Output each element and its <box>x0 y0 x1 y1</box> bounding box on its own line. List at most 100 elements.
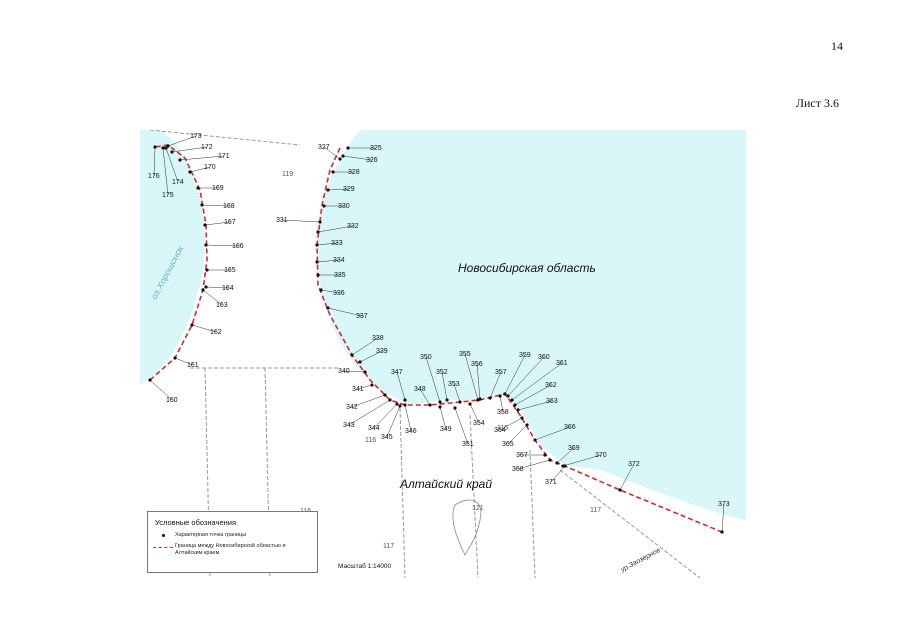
point-label-344: 344 <box>368 425 380 432</box>
boundary-point-352 <box>445 398 449 402</box>
boundary-point-371 <box>563 464 567 468</box>
point-leader-166 <box>205 244 239 247</box>
map-scale: Масштаб 1:14000 <box>338 563 392 570</box>
boundary-point-366 <box>533 438 537 442</box>
boundary-point-361 <box>510 398 514 402</box>
boundary-point-337 <box>326 306 330 310</box>
boundary-point-160 <box>148 378 152 382</box>
point-leader-334 <box>316 259 340 263</box>
boundary-point-373 <box>720 530 724 534</box>
boundary-point-176 <box>153 145 157 149</box>
point-leader-359 <box>504 354 526 395</box>
point-leader-371 <box>550 465 566 483</box>
boundary-point-328 <box>331 170 335 174</box>
boundary-point-166 <box>204 243 208 247</box>
boundary-point-331 <box>318 220 322 224</box>
point-leader-161 <box>174 357 194 366</box>
point-leader-164 <box>205 286 229 289</box>
point-label-325: 325 <box>370 145 382 152</box>
boundary-point-345 <box>398 404 402 408</box>
point-label-341: 341 <box>352 386 364 393</box>
point-label-338: 338 <box>372 335 384 342</box>
boundary-point-350 <box>438 400 442 404</box>
point-leader-370 <box>562 454 602 467</box>
point-leader-365 <box>507 424 528 445</box>
point-label-345: 345 <box>381 434 393 441</box>
lake-left <box>140 130 205 385</box>
point-label-369: 369 <box>568 445 580 452</box>
point-label-350: 350 <box>420 354 432 361</box>
point-leader-357 <box>489 371 502 399</box>
point-leader-173 <box>167 135 197 147</box>
point-label-327: 327 <box>318 144 330 151</box>
lake-right <box>317 130 746 520</box>
boundary-point-339 <box>358 360 362 364</box>
point-label-346: 346 <box>405 428 417 435</box>
point-label-328: 328 <box>348 169 360 176</box>
point-leader-163 <box>202 289 223 306</box>
point-label-170: 170 <box>204 164 216 171</box>
region-north-label: Новосибирская область <box>458 261 596 275</box>
point-leader-346 <box>404 404 412 432</box>
point-leader-360 <box>507 356 545 397</box>
boundary-point-343 <box>388 398 392 402</box>
boundary-point-168 <box>200 203 204 207</box>
point-label-164: 164 <box>222 285 234 292</box>
legend-boundary-icon <box>153 547 173 548</box>
parcel-label-2: 116 <box>365 437 376 444</box>
point-leader-329 <box>327 188 350 191</box>
boundary-point-164 <box>204 285 208 289</box>
point-leader-356 <box>476 363 481 400</box>
point-label-326: 326 <box>366 157 378 164</box>
point-leader-348 <box>419 388 431 406</box>
boundary-point-174 <box>164 146 168 150</box>
point-label-166: 166 <box>232 243 244 250</box>
point-leader-361 <box>511 362 563 401</box>
boundary-line <box>149 144 723 533</box>
boundary-point-334 <box>315 260 319 264</box>
boundary-point-364 <box>520 416 524 420</box>
boundary-point-175 <box>161 146 165 150</box>
point-label-359: 359 <box>519 352 531 359</box>
point-leader-364 <box>499 417 523 431</box>
point-leader-337 <box>327 307 363 317</box>
boundary-point-169 <box>196 186 200 190</box>
point-label-337: 337 <box>356 313 368 320</box>
boundary-point-360 <box>506 394 510 398</box>
point-label-333: 333 <box>331 240 343 247</box>
point-label-330: 330 <box>338 203 350 210</box>
point-leader-350 <box>425 356 441 403</box>
point-leader-366 <box>534 426 571 441</box>
point-label-358: 358 <box>497 409 509 416</box>
point-label-360: 360 <box>538 354 550 361</box>
point-leader-372 <box>619 463 635 491</box>
point-leader-326 <box>342 155 373 161</box>
boundary-point-335 <box>316 273 320 277</box>
point-label-329: 329 <box>343 186 355 193</box>
point-leader-354 <box>469 403 480 424</box>
boundary-point-348 <box>428 403 432 407</box>
boundary-point-327 <box>338 157 342 161</box>
point-leader-339 <box>359 350 383 363</box>
point-label-349: 349 <box>440 426 452 433</box>
boundary-point-372 <box>618 488 622 492</box>
boundary-point-353 <box>458 400 462 404</box>
boundary-point-342 <box>383 393 387 397</box>
point-label-352: 352 <box>436 369 448 376</box>
point-label-339: 339 <box>376 348 388 355</box>
point-label-343: 343 <box>343 422 355 429</box>
point-leader-363 <box>517 400 553 411</box>
point-leader-172 <box>171 146 208 153</box>
point-label-172: 172 <box>201 144 213 151</box>
point-label-342: 342 <box>346 404 358 411</box>
point-label-354: 354 <box>473 420 485 427</box>
point-label-174: 174 <box>172 179 184 186</box>
boundary-point-347 <box>403 398 407 402</box>
point-leader-333 <box>316 242 338 246</box>
point-label-162: 162 <box>210 329 222 336</box>
boundary-point-341 <box>370 383 374 387</box>
boundary-point-165 <box>205 268 209 272</box>
boundary-point-346 <box>403 403 407 407</box>
point-label-332: 332 <box>347 223 359 230</box>
boundary-point-357 <box>488 396 492 400</box>
